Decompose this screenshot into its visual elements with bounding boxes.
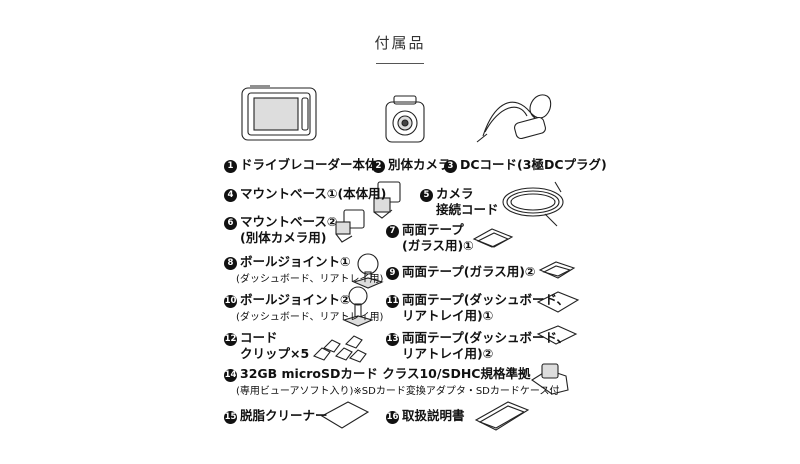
- dc-cord-image: [476, 94, 552, 143]
- item-1-name: ドライブレコーダー本体: [240, 157, 378, 172]
- item-13-name: 両面テープ(ダッシュボード、: [402, 330, 569, 345]
- camera-connection-cord-image: [502, 181, 564, 227]
- item-8-name-line2: (ダッシュボード、リアトレイ用): [236, 274, 384, 285]
- item-8-number: 8: [224, 257, 237, 270]
- item-9-number: 9: [386, 267, 399, 280]
- item-10-name: ボールジョイント②: [240, 292, 351, 307]
- item-12-name-line2: クリップ×5: [240, 346, 310, 361]
- item-11-name-line2: リアトレイ用)①: [402, 308, 494, 323]
- double-sided-tape-glass-2-image: [538, 261, 576, 279]
- double-sided-tape-dashboard-1-image: [536, 291, 580, 313]
- item-13-number: 13: [386, 333, 399, 346]
- item-2-name: 別体カメラ: [388, 157, 451, 172]
- item-5-name-line2: 接続コード: [436, 202, 499, 217]
- item-11-name: 両面テープ(ダッシュボード、: [402, 292, 569, 307]
- mount-base-2-image: [335, 209, 365, 243]
- item-15-number: 15: [224, 411, 237, 424]
- cord-clips-image: [313, 335, 367, 363]
- item-12-name: コード: [240, 330, 278, 345]
- item-6-number: 6: [224, 217, 237, 230]
- double-sided-tape-dashboard-2-image: [536, 325, 578, 345]
- item-16-name: 取扱説明書: [402, 408, 465, 423]
- item-10-number: 10: [224, 295, 237, 308]
- item-7-name-line2: (ガラス用)①: [402, 238, 474, 253]
- item-4-number: 4: [224, 189, 237, 202]
- item-3-name: DCコード(3極DCプラグ): [460, 157, 607, 172]
- item-6-name: マウントベース②: [240, 214, 338, 229]
- item-7-number: 7: [386, 225, 399, 238]
- item-14-name: 32GB microSDカード クラス10/SDHC規格準拠: [240, 366, 531, 381]
- item-16-number: 16: [386, 411, 399, 424]
- item-9-name: 両面テープ(ガラス用)②: [402, 264, 536, 279]
- instruction-manual-image: [474, 401, 530, 431]
- item-5-name: カメラ: [436, 186, 474, 201]
- item-1-number: 1: [224, 160, 237, 173]
- page-title: 付属品: [374, 34, 426, 52]
- item-11-number: 11: [386, 295, 399, 308]
- item-3-number: 3: [444, 160, 457, 173]
- item-5-number: 5: [420, 189, 433, 202]
- degreasing-cleaner-image: [320, 401, 370, 429]
- drive-recorder-body-image: [241, 85, 317, 141]
- ball-joint-2-image: [342, 286, 374, 327]
- microsd-card-image: [531, 363, 569, 395]
- separate-camera-image: [385, 95, 425, 143]
- item-2-number: 2: [372, 160, 385, 173]
- item-13-name-line2: リアトレイ用)②: [402, 346, 494, 361]
- item-7-name: 両面テープ: [402, 222, 464, 237]
- item-15-name: 脱脂クリーナー: [240, 408, 328, 423]
- double-sided-tape-glass-1-image: [472, 228, 514, 248]
- item-14-number: 14: [224, 369, 237, 382]
- item-8-name: ボールジョイント①: [240, 254, 351, 269]
- item-10-name-line2: (ダッシュボード、リアトレイ用): [236, 312, 384, 323]
- item-12-number: 12: [224, 333, 237, 346]
- item-14-name-line2: (専用ビューアソフト入り)※SDカード変換アダプタ・SDカードケース付: [236, 386, 560, 397]
- ball-joint-1-image: [352, 253, 384, 289]
- title-underline: [376, 63, 424, 64]
- item-4-name: マウントベース①(本体用): [240, 186, 387, 201]
- mount-base-1-image: [373, 181, 401, 219]
- item-6-name-line2: (別体カメラ用): [240, 230, 327, 245]
